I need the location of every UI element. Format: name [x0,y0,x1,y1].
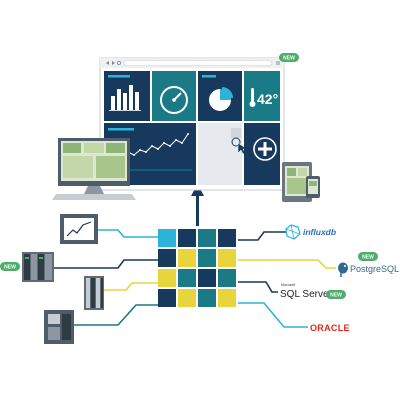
gauge-icon [160,86,188,114]
line-chart-point [157,148,159,150]
grid-cell [218,229,236,247]
grid-cell [198,269,216,287]
plc-modules-device [84,276,104,310]
central-data-grid [158,229,236,307]
svg-text:ORACLE: ORACLE [310,323,350,333]
browser-nav-icons [106,61,122,66]
grid-cell [198,289,216,307]
grid-cell [218,249,236,267]
tile-temperature[interactable] [244,71,280,121]
grid-cell [198,249,216,267]
new-badge-device: NEW [0,262,20,271]
new-badge-postgresql: NEW [358,252,378,261]
mobile-devices [282,162,320,202]
sqlserver-logo: Microsoft SQL Server [280,283,333,300]
thermometer-icon [249,88,256,107]
grid-cell [158,249,176,267]
grid-cell [178,289,196,307]
add-icon [253,137,277,161]
svg-text:NEW: NEW [4,265,16,271]
influxdb-logo: influxdb [285,224,336,240]
line-influxdb [238,231,286,241]
grid-cell [178,229,196,247]
svg-text:PostgreSQL: PostgreSQL [350,264,399,274]
line-chart-point [187,133,189,135]
svg-text:NEW: NEW [362,255,374,261]
address-bar[interactable] [123,60,273,66]
line-sqlserver [238,281,278,293]
line-chart-point [163,142,165,144]
hmi-panel-device [60,214,98,244]
pie-chart-icon [209,87,233,111]
desktop-computer [52,138,136,200]
line-chart-point [133,154,135,156]
influxdb-icon [285,224,301,240]
line-rack-controller [52,259,158,269]
line-chart-point [139,149,141,151]
right-connection-lines [238,231,336,328]
new-badge-sqlserver: NEW [326,290,346,299]
svg-text:NEW: NEW [283,56,295,62]
line-oracle [238,302,308,328]
postgresql-logo: PostgreSQL [338,262,399,277]
oracle-logo: ORACLE [310,323,350,333]
grid-cell [198,229,216,247]
grid-cell [178,269,196,287]
browser-window: 42° [99,57,285,191]
bar-chart-icon [109,85,141,111]
grid-cell [158,269,176,287]
line-chart-point [151,145,153,147]
drive-unit-device [44,310,74,344]
new-badge-dashboard: NEW [279,53,299,62]
line-hmi-panel [96,229,158,238]
grid-cell [218,269,236,287]
rack-controller-device [22,252,54,282]
postgresql-elephant-icon [338,262,348,277]
grid-cell [158,289,176,307]
grid-cell [158,229,176,247]
line-chart-point [181,142,183,144]
line-postgresql [238,259,336,269]
svg-text:NEW: NEW [330,293,342,299]
temperature-value: 42° [257,91,278,107]
line-chart-point [145,151,147,153]
line-chart-point [169,145,171,147]
line-plc-modules [102,282,158,291]
line-chart-point [175,139,177,141]
grid-cell [178,249,196,267]
grid-cell [218,289,236,307]
svg-text:SQL Server: SQL Server [280,289,333,300]
svg-text:Microsoft: Microsoft [281,283,295,287]
line-drive-unit [74,304,158,326]
svg-text:influxdb: influxdb [303,227,336,237]
left-connection-lines [52,229,158,326]
